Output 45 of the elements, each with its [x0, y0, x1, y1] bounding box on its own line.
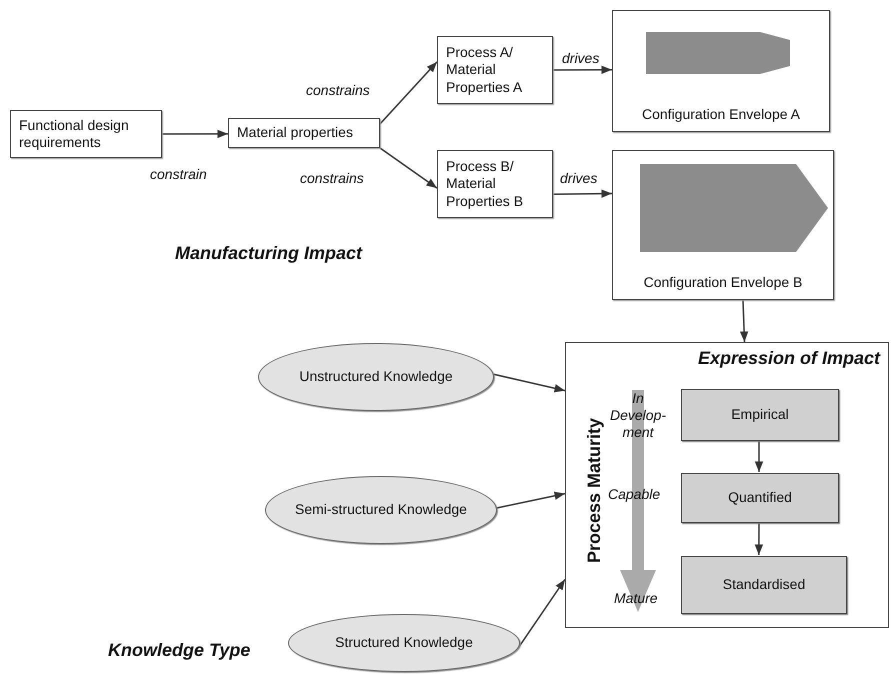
envelope-box: [612, 150, 834, 300]
axis-title: Process Maturity: [584, 418, 606, 564]
node-label: Configuration Envelope A: [642, 106, 800, 123]
arrow: [553, 66, 612, 74]
node-label: Empirical: [731, 406, 789, 424]
panel-title: Expression of Impact: [698, 347, 880, 370]
process-box: [437, 36, 553, 104]
arrow: [379, 61, 438, 124]
arrow: [496, 492, 566, 509]
arrow: [380, 147, 438, 189]
node-label: Standardised: [722, 576, 806, 594]
edge-label: constrains: [306, 82, 370, 98]
stage-label: In Develop- ment: [608, 390, 668, 440]
process-box: [10, 110, 162, 158]
node-label: Unstructured Knowledge: [299, 368, 453, 386]
edge-label: constrains: [300, 170, 364, 186]
node-label: Material properties: [237, 124, 353, 142]
node-label: Quantified: [728, 489, 792, 507]
stage-box: [681, 556, 847, 614]
stage-label: Capable: [608, 486, 660, 503]
arrow: [162, 130, 228, 138]
stage-label: Mature: [614, 590, 658, 607]
edge-label: drives: [560, 170, 598, 186]
node-label: Configuration Envelope B: [644, 274, 802, 291]
process-box: [228, 118, 380, 148]
node-label: Functional design requirements: [19, 116, 130, 152]
node-label: Semi-structured Knowledge: [295, 501, 467, 519]
arrow: [740, 300, 748, 342]
node-label: Structured Knowledge: [335, 634, 473, 652]
envelope-box: [612, 10, 830, 132]
section-heading: Knowledge Type: [108, 640, 250, 661]
arrow: [493, 374, 566, 392]
arrow: [754, 522, 764, 555]
node-label: Process B/ Material Properties B: [446, 158, 524, 210]
edge-label: constrain: [150, 166, 207, 182]
arrow: [552, 189, 612, 198]
section-heading: Manufacturing Impact: [175, 243, 362, 264]
process-box: [437, 150, 553, 218]
arrow: [517, 578, 566, 650]
edge-label: drives: [562, 50, 600, 66]
node-label: Process A/ Material Properties A: [446, 44, 524, 96]
stage-box: [681, 389, 839, 441]
stage-box: [681, 473, 839, 523]
impact-panel: [565, 342, 889, 628]
arrow: [754, 440, 764, 472]
